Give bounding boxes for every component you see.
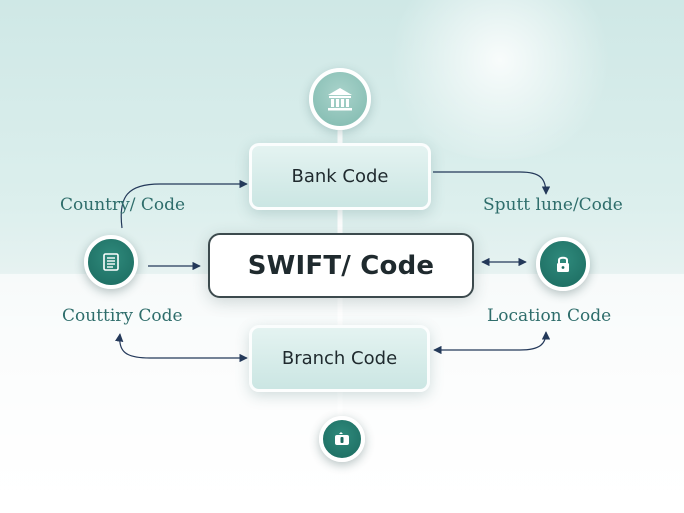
- location-code-label: Location Code: [487, 306, 612, 326]
- country-code-label: Country/ Code: [60, 195, 186, 215]
- bank-icon: [309, 68, 371, 130]
- arrow-bottom-left-to-branch: [114, 333, 248, 363]
- arrow-location-to-branch: [433, 331, 551, 355]
- document-icon: [84, 235, 138, 289]
- lock-icon: [536, 237, 590, 291]
- swift-code-box: SWIFT/ Code: [208, 233, 474, 298]
- money-icon-glyph: [335, 432, 349, 445]
- money-icon: [319, 416, 365, 462]
- split-line-code-label: Sputt lune/Code: [483, 195, 623, 215]
- swift-code-label: SWIFT/ Code: [247, 250, 435, 281]
- branch-code-label: Branch Code: [281, 348, 398, 369]
- bank-code-box: Bank Code: [249, 143, 431, 210]
- bank-icon-glyph: [328, 88, 352, 111]
- background-glow: [380, 0, 620, 160]
- bank-code-label: Bank Code: [291, 166, 389, 187]
- branch-code-box: Branch Code: [249, 325, 430, 392]
- arrow-country-to-bank: [120, 179, 248, 229]
- document-icon-glyph: [103, 253, 119, 271]
- country-code-label-bottom: Couttiry Code: [62, 306, 183, 326]
- lock-icon-glyph: [557, 256, 569, 272]
- arrow-bank-to-right: [433, 171, 551, 195]
